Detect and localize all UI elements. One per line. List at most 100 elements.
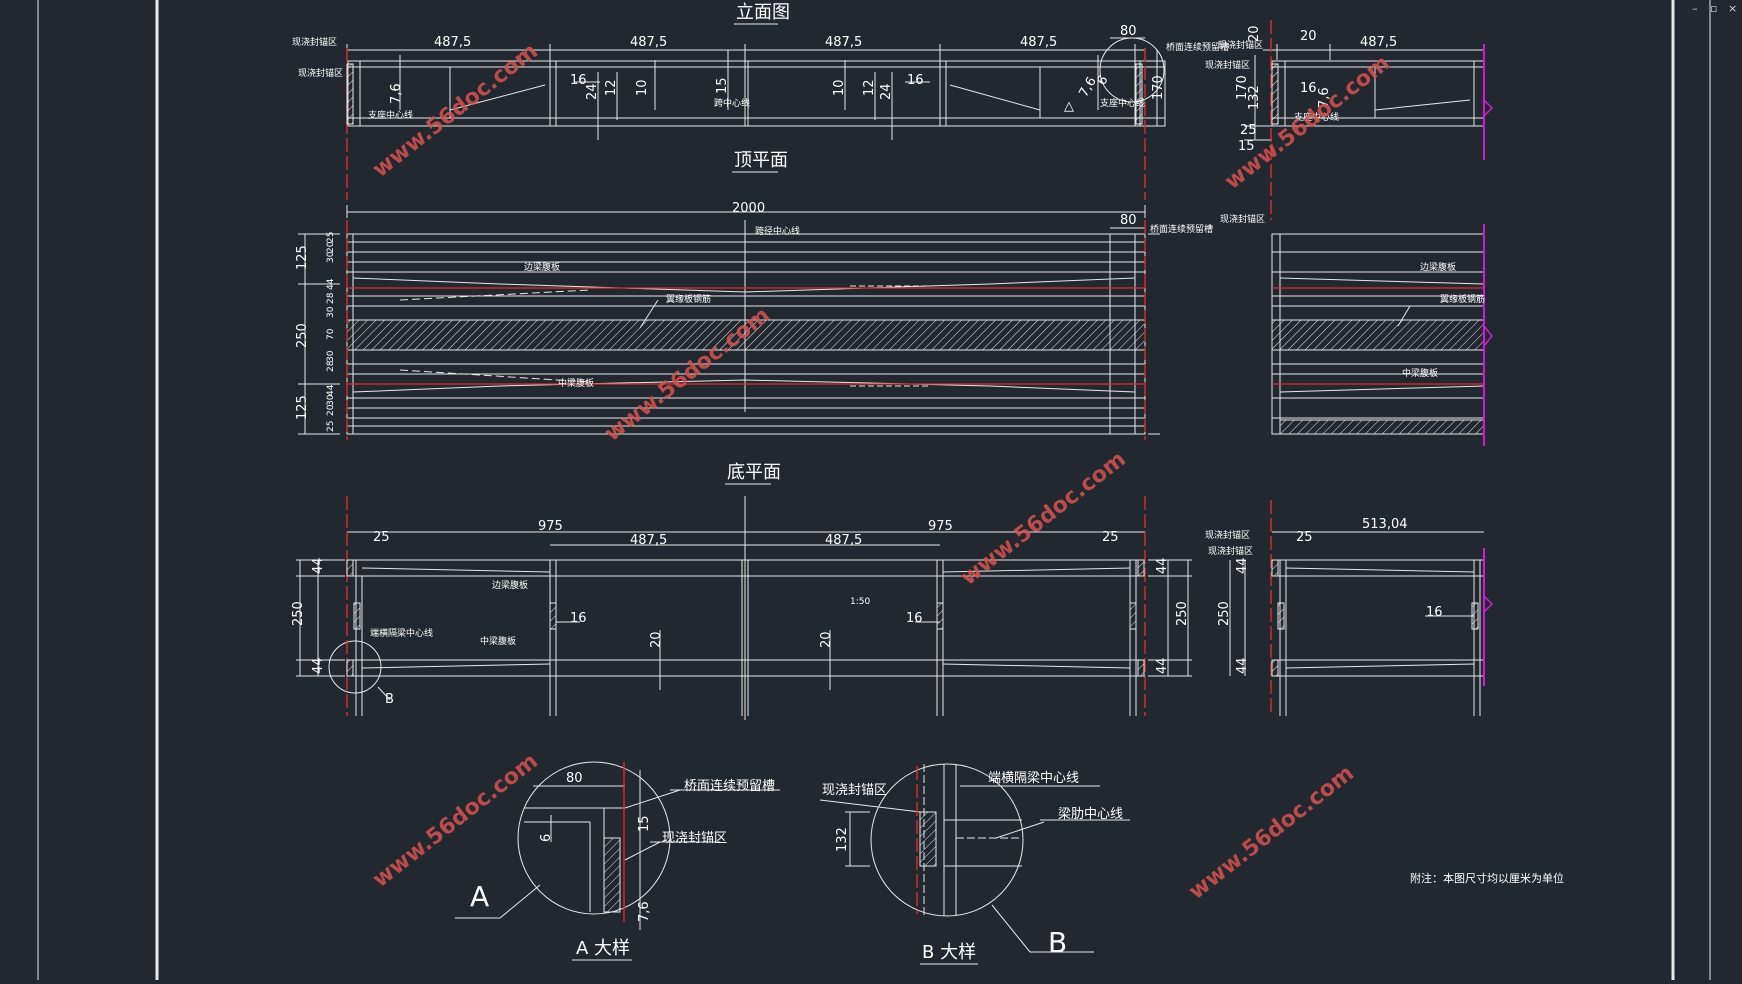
detail-b-beam-center: 梁肋中心线 bbox=[1058, 807, 1123, 822]
drawing-frame bbox=[37, 0, 1711, 980]
svg-text:44: 44 bbox=[326, 384, 336, 396]
bottom-right-44b: 44 bbox=[1155, 657, 1170, 674]
top-label-web: 翼缘板钢筋 bbox=[666, 293, 711, 305]
bottom-label-diaphragm: 端横隔梁中心线 bbox=[370, 627, 433, 639]
detail-b: 现浇封锚区 端横隔梁中心线 梁肋中心线 132 B B 大样 bbox=[819, 763, 1130, 965]
side-dim-15a: 15 bbox=[1238, 139, 1255, 154]
top-label-mid-beam: 中梁腹板 bbox=[558, 377, 594, 389]
elev-dim-170: 170 bbox=[1151, 75, 1166, 100]
bottom-dim-487b: 487,5 bbox=[825, 533, 862, 548]
side-bottom-16: 16 bbox=[1426, 605, 1443, 620]
side-label-rotation: 现浇封锚区 bbox=[1218, 39, 1263, 51]
elev-span-3: 487,5 bbox=[825, 35, 862, 50]
svg-text:30: 30 bbox=[326, 394, 336, 406]
watermark-5: www.56doc.com bbox=[368, 749, 542, 893]
side-label-support: 支座中心线 bbox=[1294, 111, 1339, 123]
elev-label-rotation: 现浇封锚区 bbox=[292, 36, 337, 48]
top-row-dims-left: 25 20 30 44 28 30 70 30 28 44 30 20 25 bbox=[326, 232, 336, 432]
elev-dim-24a: 24 bbox=[585, 83, 600, 100]
side-bottom-44b: 44 bbox=[1235, 657, 1250, 674]
bottom-plan-title: 底平面 bbox=[727, 462, 781, 483]
elev-dim-12b: 12 bbox=[862, 79, 877, 96]
side-bottom-44a: 44 bbox=[1235, 557, 1250, 574]
side-span: 487,5 bbox=[1360, 35, 1397, 50]
detail-b-132: 132 bbox=[835, 827, 850, 852]
bottom-dim-487a: 487,5 bbox=[630, 533, 667, 548]
bottom-left-44b: 44 bbox=[311, 657, 326, 674]
elev-label-slot: 桥面连续预留槽 bbox=[1166, 41, 1229, 53]
bottom-left-250: 250 bbox=[291, 601, 306, 626]
elev-dim-12a: 12 bbox=[604, 79, 619, 96]
detail-a-letter: A bbox=[470, 880, 489, 913]
svg-text:70: 70 bbox=[326, 328, 336, 340]
elev-label-mid: 跨中心线 bbox=[714, 97, 750, 109]
elev-triangle: △ bbox=[1064, 99, 1074, 114]
bottom-label-mid-beam: 中梁腹板 bbox=[480, 635, 516, 647]
detail-a-slot: 桥面连续预留槽 bbox=[684, 778, 775, 794]
side-label-pour: 现浇封锚区 bbox=[1205, 59, 1250, 71]
top-end-80: 80 bbox=[1120, 213, 1137, 228]
bottom-scale: 1:50 bbox=[850, 597, 870, 607]
elevation-view: 立面图 bbox=[292, 2, 1494, 220]
top-bridge-slot: 桥面连续预留槽 bbox=[1150, 223, 1213, 235]
side-dim-132: 132 bbox=[1247, 85, 1262, 110]
detail-a-80: 80 bbox=[566, 771, 583, 786]
side-top-label-mid: 中梁腹板 bbox=[1402, 367, 1438, 379]
svg-text:30: 30 bbox=[326, 350, 336, 362]
side-bottom-250: 250 bbox=[1217, 601, 1232, 626]
svg-text:20: 20 bbox=[326, 241, 336, 253]
side-top-label-rotation: 现浇封锚区 bbox=[1220, 213, 1265, 225]
elev-span-1: 487,5 bbox=[434, 35, 471, 50]
svg-text:28: 28 bbox=[326, 360, 336, 372]
svg-text:30: 30 bbox=[326, 306, 336, 318]
bottom-right-44a: 44 bbox=[1155, 557, 1170, 574]
detail-b-title: B 大样 bbox=[922, 942, 976, 963]
detail-b-diaphragm: 端横隔梁中心线 bbox=[988, 771, 1079, 786]
bottom-left-44a: 44 bbox=[311, 557, 326, 574]
side-dim-76: 7,6 bbox=[1317, 87, 1332, 108]
elev-dim-10b: 10 bbox=[832, 79, 847, 96]
top-total: 2000 bbox=[732, 201, 765, 216]
side-dim-20: 20 bbox=[1300, 29, 1317, 44]
elev-dim-15: 15 bbox=[715, 77, 730, 94]
side-dim-20-top: 20 bbox=[1247, 25, 1262, 42]
elev-dim-10a: 10 bbox=[635, 79, 650, 96]
svg-text:28: 28 bbox=[326, 292, 336, 304]
side-top-label-beam: 边梁腹板 bbox=[1420, 261, 1456, 273]
bottom-b-marker: B bbox=[385, 692, 394, 707]
elev-dim-80: 80 bbox=[1120, 24, 1137, 39]
elevation-title: 立面图 bbox=[736, 2, 790, 23]
side-bottom-label-a: 现浇封锚区 bbox=[1205, 529, 1250, 541]
bottom-dim-975b: 975 bbox=[928, 519, 953, 534]
detail-a-6: 6 bbox=[539, 834, 554, 842]
svg-text:30: 30 bbox=[326, 251, 336, 263]
bottom-dim-25r: 25 bbox=[1102, 530, 1119, 545]
watermarks: www.56doc.com www.56doc.com www.56doc.co… bbox=[368, 39, 1394, 905]
side-bottom-label-b: 现浇封锚区 bbox=[1208, 545, 1253, 557]
elev-dim-16b: 16 bbox=[907, 73, 924, 88]
top-label-side-beam: 边梁腹板 bbox=[524, 261, 560, 273]
detail-a-76: 7,6 bbox=[637, 901, 652, 922]
restore-button[interactable]: ▫ bbox=[1710, 2, 1718, 15]
side-bottom-513: 513,04 bbox=[1362, 517, 1408, 532]
top-dim-125b: 125 bbox=[295, 395, 310, 420]
top-plan-title: 顶平面 bbox=[734, 150, 788, 171]
bottom-dim-25: 25 bbox=[373, 530, 390, 545]
svg-text:25: 25 bbox=[326, 421, 336, 432]
detail-b-letter: B bbox=[1048, 926, 1067, 959]
elev-span-2: 487,5 bbox=[630, 35, 667, 50]
elev-label-pour: 现浇封锚区 bbox=[298, 67, 343, 79]
side-dim-170: 170 bbox=[1235, 75, 1250, 100]
watermark-6: www.56doc.com bbox=[1184, 761, 1358, 905]
top-center-line: 跨径中心线 bbox=[755, 225, 800, 237]
detail-a-pour: 现浇封锚区 bbox=[662, 831, 727, 846]
close-button[interactable]: × bbox=[1728, 2, 1738, 15]
minimize-button[interactable]: – bbox=[1692, 2, 1698, 15]
bottom-right-250: 250 bbox=[1175, 601, 1190, 626]
detail-b-pour: 现浇封锚区 bbox=[822, 783, 887, 798]
svg-text:44: 44 bbox=[326, 278, 336, 290]
svg-text:25: 25 bbox=[326, 232, 336, 243]
watermark-4: www.56doc.com bbox=[956, 447, 1130, 591]
